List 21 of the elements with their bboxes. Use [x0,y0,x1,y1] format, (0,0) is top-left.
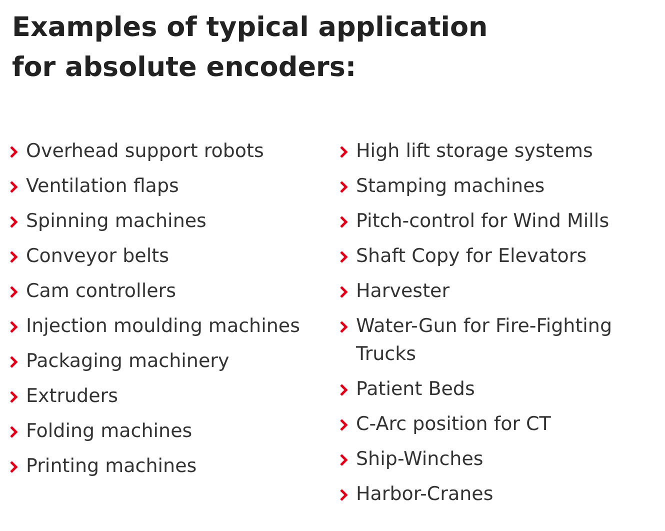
list-item: Printing machines [26,454,197,479]
list-item: Cam controllers [26,279,176,304]
list-item: C-Arc position for CT [356,412,551,437]
list-item: Stamping machines [356,174,545,199]
heading: Examples of typical application for absolute encoders: [12,11,489,85]
list-item: Harvester [356,279,450,304]
list-item: Ship-Winches [356,447,484,472]
list-item: Spinning machines [26,209,206,234]
list-item: Injection moulding machines [26,314,300,339]
list-item: Harbor-Cranes [356,482,494,507]
list-item: High lift storage systems [356,139,593,164]
list-item: Packaging machinery [26,349,230,374]
list-item: Pitch-control for Wind Mills [356,209,610,234]
list-item: Shaft Copy for Elevators [356,244,587,269]
list-item: Extruders [26,384,118,409]
list-item: Overhead support robots [26,139,264,164]
list-item: Patient Beds [356,377,475,402]
list-item: Water-Gun for Fire-Fighting Trucks [356,314,614,367]
list-item: Folding machines [26,419,192,444]
list-item: Ventilation flaps [26,174,179,199]
list-item: Conveyor belts [26,244,169,269]
